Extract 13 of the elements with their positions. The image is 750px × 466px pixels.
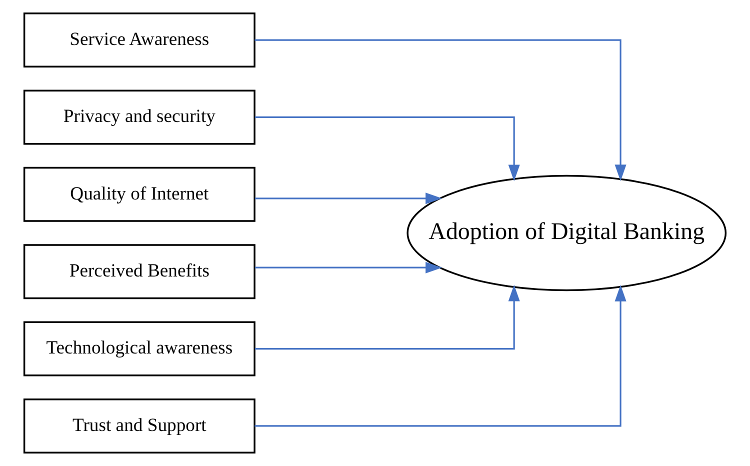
- arrow: [254, 284, 520, 350]
- arrow: [255, 192, 442, 204]
- arrow: [254, 116, 520, 182]
- node-ellipse: Adoption of Digital Banking: [406, 174, 727, 292]
- arrow: [255, 262, 442, 274]
- arrow: [254, 284, 626, 427]
- node-box: Trust and Support: [23, 398, 256, 454]
- node-box: Quality of Internet: [23, 166, 256, 222]
- node-box: Technological awareness: [23, 321, 256, 376]
- node-box: Privacy and security: [23, 90, 256, 145]
- arrow: [254, 39, 626, 182]
- node-box: Perceived Benefits: [23, 244, 256, 300]
- node-box: Service Awareness: [23, 12, 256, 68]
